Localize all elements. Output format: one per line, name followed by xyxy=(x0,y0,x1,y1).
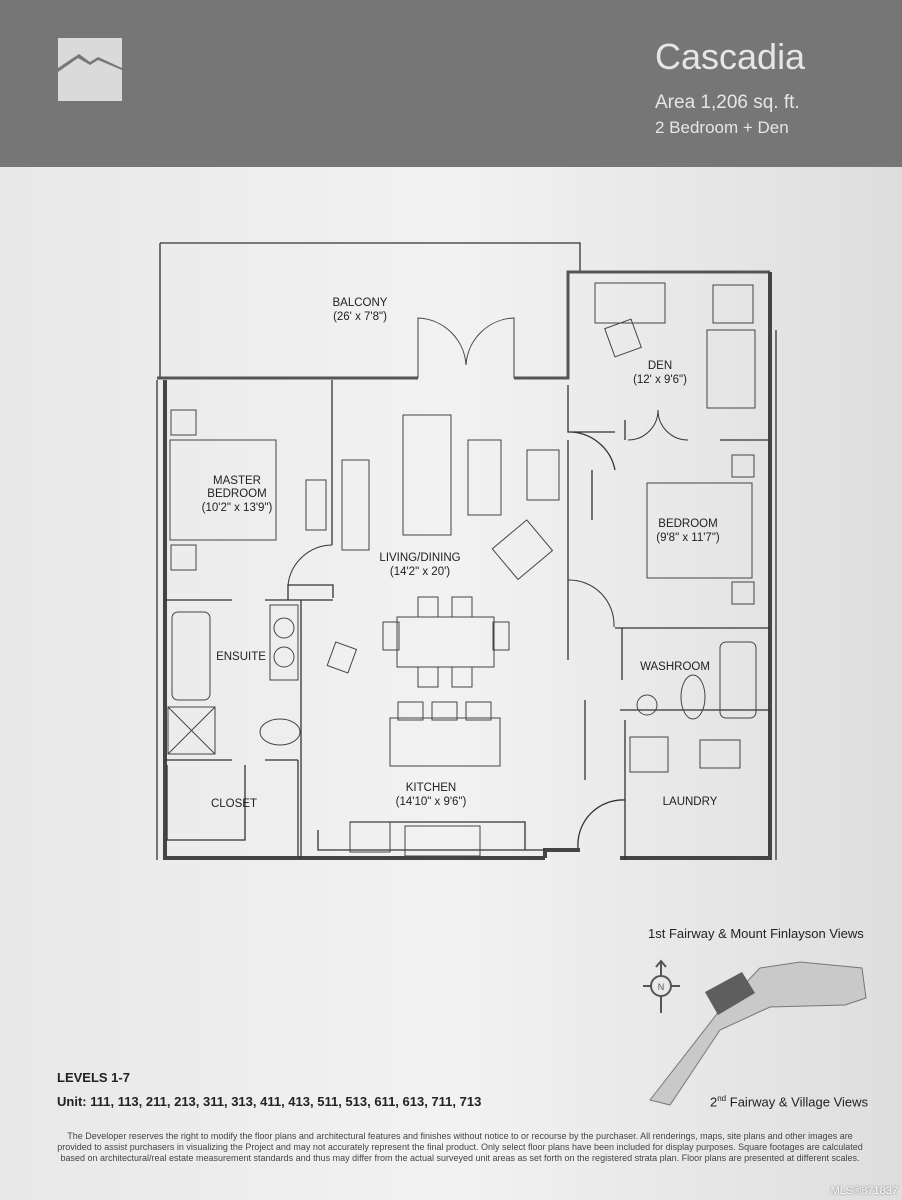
plan-title: Cascadia xyxy=(655,36,806,77)
master-label-1: MASTER xyxy=(213,475,261,487)
bottom-views-label: 2nd Fairway & Village Views xyxy=(710,1094,869,1110)
balcony-label: BALCONY xyxy=(333,297,388,309)
plan-type: 2 Bedroom + Den xyxy=(655,118,789,137)
balcony-wall xyxy=(157,270,770,380)
bedroom-wall xyxy=(567,440,593,660)
armchair xyxy=(491,519,554,581)
dining-table xyxy=(396,616,495,668)
kitchen-label: KITCHEN xyxy=(406,782,456,794)
sofa xyxy=(402,414,452,536)
ensuite-label: ENSUITE xyxy=(216,651,266,663)
den-label: DEN xyxy=(648,360,672,372)
kitchen-counter xyxy=(317,821,545,851)
bedroom-label: BEDROOM xyxy=(658,518,717,530)
den-dims: (12' x 9'6") xyxy=(633,374,687,386)
outer-glazing xyxy=(156,330,777,860)
master-wall xyxy=(287,380,334,600)
living-label: LIVING/DINING xyxy=(379,552,460,564)
kitchen-island xyxy=(389,717,501,767)
bedroom-dims: (9'8" x 11'7") xyxy=(656,532,720,544)
master-dims: (10'2" x 13'9") xyxy=(202,502,273,514)
bedroom-bed xyxy=(646,482,753,579)
master-bed xyxy=(169,439,277,541)
mountain-logo-icon xyxy=(58,38,122,101)
levels-label: LEVELS 1-7 xyxy=(57,1070,130,1085)
outer-wall xyxy=(163,272,772,860)
balcony-dims: (26' x 7'8") xyxy=(333,311,387,323)
top-views-label: 1st Fairway & Mount Finlayson Views xyxy=(648,926,864,941)
den-walls xyxy=(567,385,770,471)
compass-n: N xyxy=(658,982,665,992)
closet-label: CLOSET xyxy=(211,798,257,810)
page-body xyxy=(0,167,902,1200)
balcony-doors xyxy=(417,317,515,378)
building-keyplan xyxy=(649,961,867,1106)
plan-area: Area 1,206 sq. ft. xyxy=(655,92,800,113)
shower xyxy=(167,706,216,755)
kitchen-dims: (14'10" x 9'6") xyxy=(396,796,467,808)
master-label-2: BEDROOM xyxy=(207,488,266,500)
washroom-tub xyxy=(719,641,757,719)
mls-watermark: MLS®871837 xyxy=(830,1185,898,1197)
washroom-walls xyxy=(577,628,770,860)
laundry-label: LAUNDRY xyxy=(663,796,718,808)
unit-highlight xyxy=(705,972,755,1015)
washroom-label: WASHROOM xyxy=(640,661,710,673)
living-dims: (14'2" x 20') xyxy=(390,566,450,578)
units-list: Unit: 111, 113, 211, 213, 311, 313, 411,… xyxy=(57,1094,482,1109)
balcony-outline xyxy=(159,242,581,378)
ensuite-walls xyxy=(165,599,333,858)
compass-icon xyxy=(643,959,680,1013)
header-banner: Cascadia Area 1,206 sq. ft. 2 Bedroom + … xyxy=(0,0,902,167)
ensuite-tub xyxy=(171,611,211,701)
disclaimer: The Developer reserves the right to modi… xyxy=(57,1131,863,1163)
